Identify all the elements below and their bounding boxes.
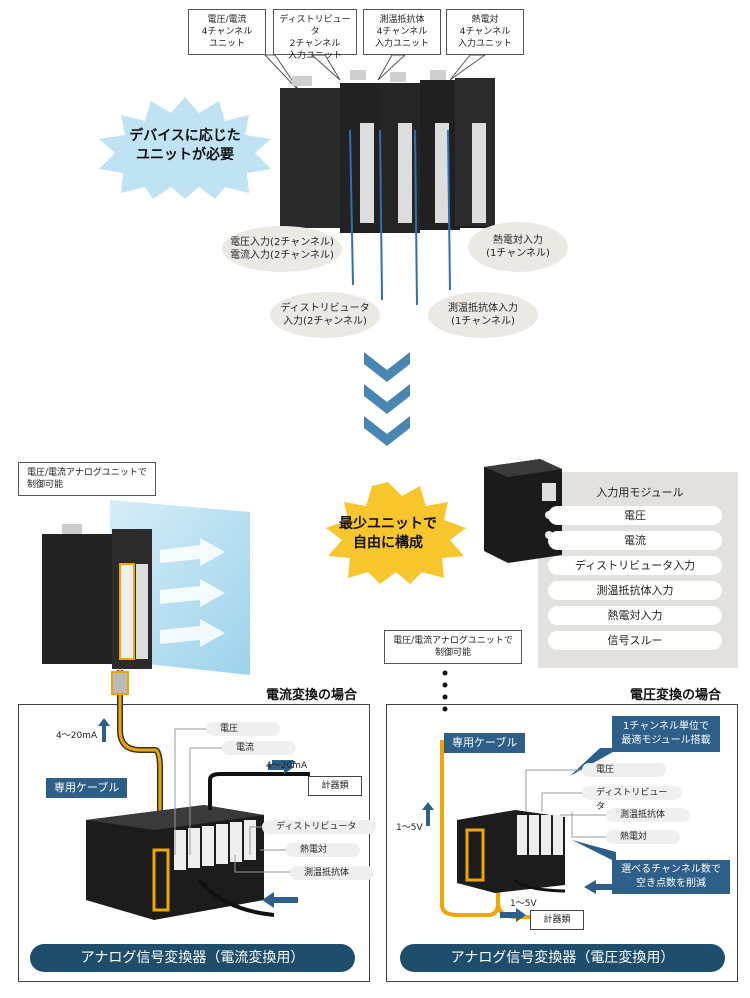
right-label-thermocouple: 熱電対 — [606, 830, 680, 844]
left-label-rtd: 測温抵抗体 — [290, 866, 374, 880]
left-input-arrow-icon — [262, 892, 298, 908]
burst-device-required — [99, 97, 271, 199]
left-label-leader-lines — [174, 728, 290, 873]
right-panel-frame — [386, 704, 738, 982]
left-label-distributor: ディストリビュータ — [262, 820, 376, 834]
right-panel-banner: アナログ信号変換器（電圧変換用） — [400, 944, 725, 972]
right-label-rtd: 測温抵抗体 — [606, 808, 690, 822]
left-label-voltage: 電圧 — [206, 722, 280, 736]
burst-minimum-units — [326, 482, 466, 584]
module-item-current: 電流 — [548, 531, 722, 550]
left-signal-label: 4～20mA — [56, 731, 98, 741]
voltage-converter-illustration — [457, 810, 566, 893]
left-analog-unit-callout: 電圧/電流アナログユニットで 制御可能 — [18, 462, 156, 496]
note-top-bubble: 1チャンネル単位で 最適モジュール搭載 — [612, 716, 720, 752]
bubble-voltage-current-input: 電圧入力(2チャンネル) 電流入力(2チャンネル) — [222, 226, 342, 272]
right-cable-tag: 専用ケーブル — [444, 733, 526, 753]
dedicated-cable-left — [111, 670, 163, 890]
bubble-distributor-input: ディストリビュータ 入力(2チャンネル) — [270, 292, 380, 338]
left-label-current: 電流 — [222, 741, 296, 755]
up-arrow-icon — [98, 718, 110, 742]
bubble-thermocouple-input: 熱電対入力 (1チャンネル) — [468, 222, 568, 272]
burst-text-minimum-units: 最少ユニットで 自由に構成 — [339, 516, 437, 551]
module-item-rtd: 測温抵抗体入力 — [548, 581, 722, 600]
single-analog-unit-illustration — [42, 524, 152, 669]
right-label-voltage: 電圧 — [582, 763, 666, 777]
left-output-signal: 4～20mA — [266, 761, 308, 771]
module-box-illustration — [484, 459, 562, 563]
left-meter-box: 計器類 — [308, 776, 362, 796]
right-label-leader-lines — [525, 769, 606, 838]
right-meter-box: 計器類 — [530, 910, 584, 930]
right-panel-title: 電圧変換の場合 — [630, 688, 722, 703]
bubble-rtd-input: 測温抵抗体入力 (1チャンネル) — [428, 292, 538, 338]
input-wires — [349, 129, 451, 306]
unit-callout-voltage-current: 電圧/電流 4チャンネル ユニット — [188, 9, 266, 55]
right-output-arrow-icon — [500, 908, 526, 922]
module-item-voltage: 電圧 — [548, 506, 722, 525]
note-bottom-pointer — [572, 840, 616, 862]
multi-unit-rack-illustration — [280, 70, 495, 233]
burst-text-device-required: デバイスに応じた ユニットが必要 — [129, 128, 241, 163]
note-bottom-bubble: 選べるチャンネル数で 空き点数を削減 — [612, 860, 730, 894]
down-chevrons-icon — [364, 352, 410, 446]
right-arrow-icon — [268, 760, 294, 774]
left-panel-frame — [18, 704, 370, 982]
right-label-distributor: ディストリビュータ — [582, 786, 682, 812]
callout-pointers — [263, 54, 487, 93]
left-panel-title: 電流変換の場合 — [266, 688, 358, 703]
left-cable-tag: 専用ケーブル — [46, 778, 128, 798]
module-item-signal-through: 信号スルー — [548, 631, 722, 650]
right-signal-label: 1～5V — [396, 823, 423, 833]
module-item-thermocouple: 熱電対入力 — [548, 606, 722, 625]
right-analog-unit-callout: 電圧/電流アナログユニットで 制御可能 — [384, 630, 522, 664]
right-input-arrow-icon — [584, 880, 612, 894]
module-panel-title: 入力用モジュール — [596, 486, 684, 499]
module-item-distributor: ディストリビュータ入力 — [548, 556, 722, 575]
unit-callout-rtd: 測温抵抗体 4チャンネル 入力ユニット — [363, 9, 441, 55]
left-label-thermocouple: 熱電対 — [286, 843, 360, 857]
right-up-arrow-icon — [422, 802, 434, 826]
dotted-connector — [442, 670, 448, 712]
left-panel-banner: アナログ信号変換器（電流変換用） — [30, 944, 355, 972]
right-output-signal: 1～5V — [510, 899, 537, 909]
